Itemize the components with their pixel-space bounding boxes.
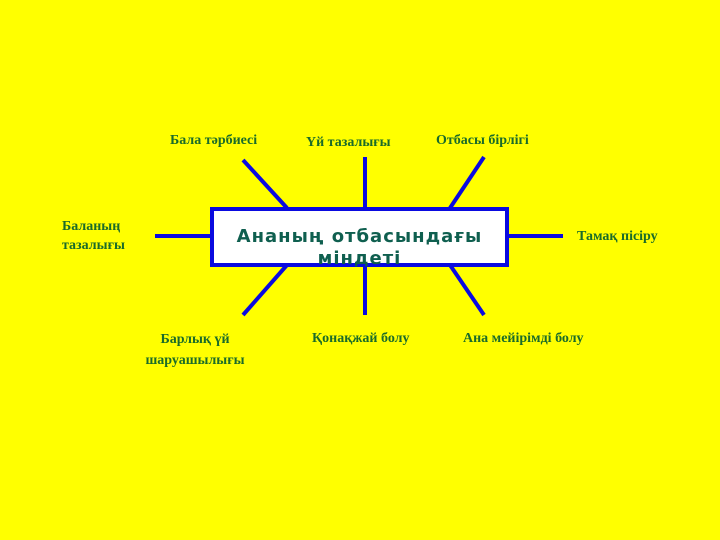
label-left: Баланың тазалығы (62, 217, 125, 255)
line-bottom-right (448, 263, 486, 317)
label-bottom: Қонақжай болу (312, 331, 410, 346)
label-left-line1: Баланың (62, 219, 121, 234)
line-bottom-left (241, 263, 289, 317)
label-right: Тамақ пісіру (577, 229, 658, 244)
line-top-right (448, 155, 486, 210)
label-top-right: Отбасы бірлігі (436, 133, 529, 148)
center-title: Ананың отбасындағы міндеті (236, 226, 483, 269)
label-top: Үй тазалығы (306, 135, 391, 150)
label-bottom-left: Барлық үй шаруашылығы (125, 329, 265, 371)
line-top-left (241, 158, 289, 210)
center-box (210, 207, 509, 267)
label-bottom-left-line1: Барлық үй (160, 332, 230, 347)
label-top-left: Бала тәрбиесі (170, 133, 258, 148)
label-bottom-left-line2: шаруашылығы (145, 353, 245, 368)
label-bottom-right: Ана мейірімді болу (463, 331, 584, 346)
label-left-line2: тазалығы (62, 238, 125, 253)
